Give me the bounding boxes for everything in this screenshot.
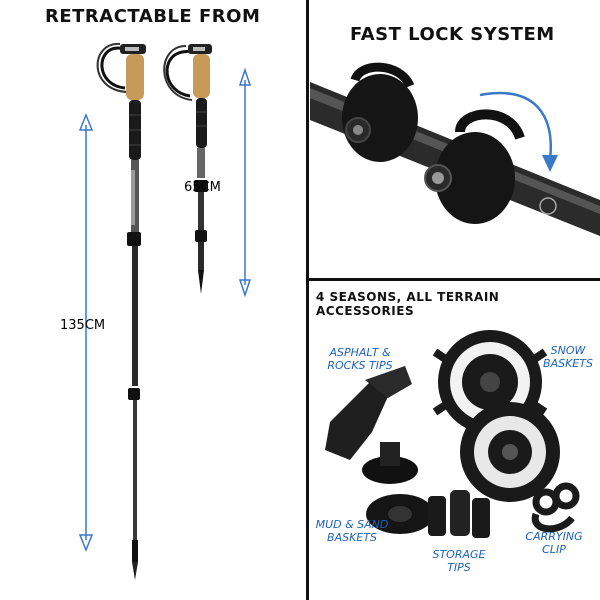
vertical-divider xyxy=(306,0,309,600)
storage-tips xyxy=(428,490,490,538)
fast-lock-panel: FAST LOCK SYSTEM xyxy=(310,0,600,278)
accessories-panel: 4 SEASONS, ALL TERRAIN ACCESSORIES xyxy=(310,282,600,600)
extended-length-label: 135CM xyxy=(60,318,106,333)
fast-lock-title: FAST LOCK SYSTEM xyxy=(350,24,555,45)
long-pole-lock xyxy=(127,232,141,246)
short-pole-cork-grip xyxy=(193,54,210,98)
carrying-clip-label: CARRYING CLIP xyxy=(525,530,583,556)
carrying-clip xyxy=(531,482,580,533)
horizontal-divider xyxy=(309,278,600,281)
fast-lock-illustration xyxy=(310,62,600,236)
mud-baskets-label: MUD & SAND BASKETS xyxy=(315,518,389,544)
storage-tips-label: STORAGE TIPS xyxy=(432,548,486,574)
collapsed-length-label: 65CM xyxy=(184,180,221,195)
mud-basket xyxy=(362,442,418,484)
accessories-title: 4 SEASONS, ALL TERRAIN ACCESSORIES xyxy=(316,290,500,318)
poles-illustration xyxy=(78,42,252,580)
asphalt-rubber-tip xyxy=(325,382,390,460)
mud-basket-2 xyxy=(366,494,434,534)
long-pole-cork-grip xyxy=(126,54,144,100)
asphalt-tips-label: ASPHALT & ROCKS TIPS xyxy=(327,346,393,372)
retractable-title: RETRACTABLE FROM xyxy=(45,6,261,27)
rotate-arrow xyxy=(479,91,552,161)
long-pole-strap xyxy=(100,46,137,90)
retractable-panel: RETRACTABLE FROM xyxy=(45,6,261,580)
snow-baskets-label: SNOW BASKETS xyxy=(543,344,593,370)
snow-basket-2 xyxy=(460,402,560,502)
extended-length-arrow xyxy=(78,112,94,553)
collapsed-length-arrow xyxy=(238,67,252,298)
accessories-illustration xyxy=(325,330,580,538)
